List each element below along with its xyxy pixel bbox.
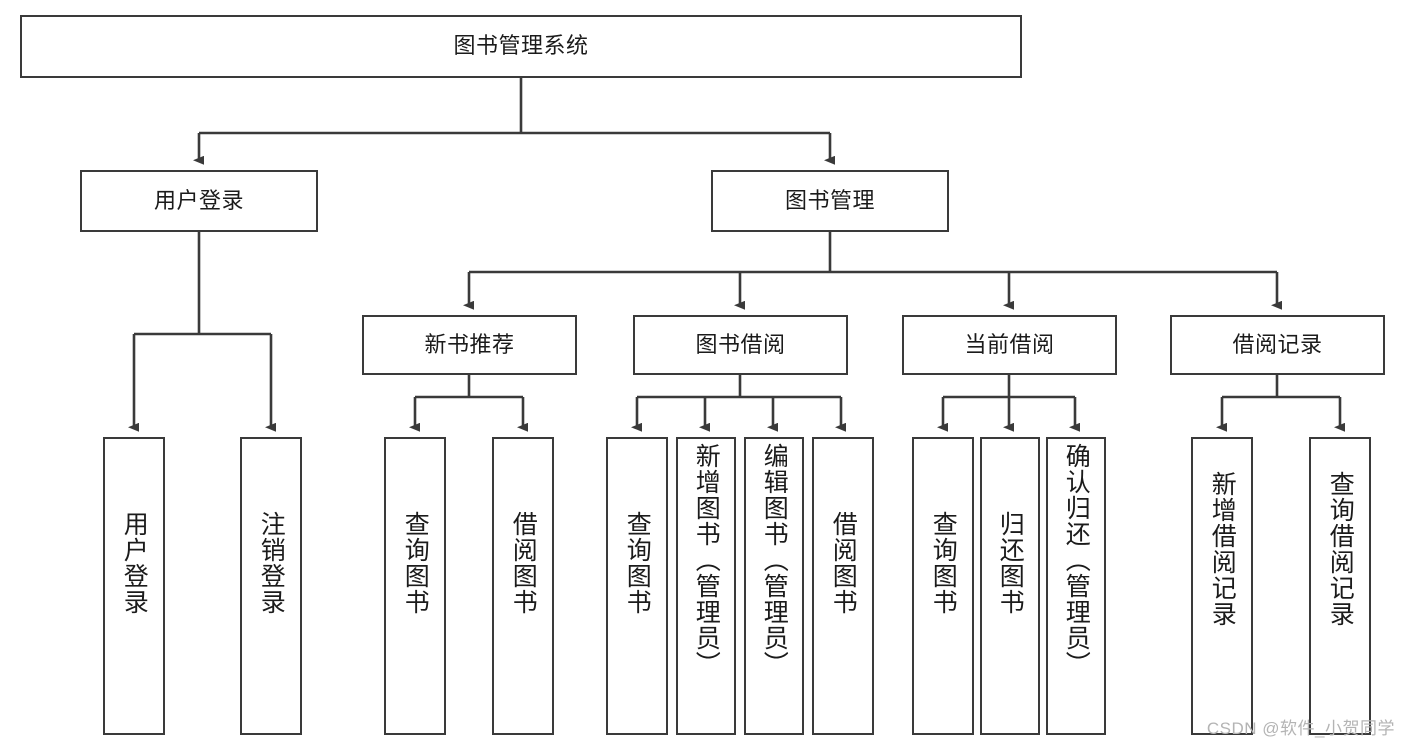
- node-book-borrow-label: 图书借阅: [695, 331, 786, 357]
- node-leaf-edit-book[interactable]: 编辑图书（管理员）: [744, 437, 804, 735]
- node-leaf-logout-label: 注销登录: [257, 511, 286, 615]
- node-leaf-query-book-2[interactable]: 查询图书: [606, 437, 668, 735]
- node-leaf-user-login-label: 用户登录: [120, 511, 149, 615]
- node-leaf-add-book-label: 新增图书（管理员）: [692, 443, 721, 677]
- node-leaf-borrow-book-2-label: 借阅图书: [829, 511, 858, 615]
- node-leaf-user-login[interactable]: 用户登录: [103, 437, 165, 735]
- node-leaf-query-book-3[interactable]: 查询图书: [912, 437, 974, 735]
- node-book-manage[interactable]: 图书管理: [711, 170, 949, 232]
- node-leaf-logout[interactable]: 注销登录: [240, 437, 302, 735]
- node-root-label: 图书管理系统: [453, 33, 589, 59]
- node-leaf-query-record[interactable]: 查询借阅记录: [1309, 437, 1371, 735]
- node-leaf-query-record-label: 查询借阅记录: [1326, 471, 1355, 627]
- node-leaf-query-book-1[interactable]: 查询图书: [384, 437, 446, 735]
- node-root[interactable]: 图书管理系统: [20, 15, 1022, 78]
- node-leaf-add-book[interactable]: 新增图书（管理员）: [676, 437, 736, 735]
- node-current-borrow-label: 当前借阅: [964, 331, 1055, 357]
- node-leaf-query-book-3-label: 查询图书: [929, 511, 958, 615]
- node-leaf-add-record-label: 新增借阅记录: [1208, 471, 1237, 627]
- node-user-login[interactable]: 用户登录: [80, 170, 318, 232]
- node-leaf-query-book-1-label: 查询图书: [401, 511, 430, 615]
- node-leaf-borrow-book-2[interactable]: 借阅图书: [812, 437, 874, 735]
- node-new-book-rec-label: 新书推荐: [424, 331, 515, 357]
- node-book-borrow[interactable]: 图书借阅: [633, 315, 848, 375]
- node-current-borrow[interactable]: 当前借阅: [902, 315, 1117, 375]
- node-borrow-record-label: 借阅记录: [1232, 331, 1323, 357]
- node-leaf-add-record[interactable]: 新增借阅记录: [1191, 437, 1253, 735]
- node-leaf-return-book[interactable]: 归还图书: [980, 437, 1040, 735]
- node-borrow-record[interactable]: 借阅记录: [1170, 315, 1385, 375]
- node-leaf-borrow-book-1[interactable]: 借阅图书: [492, 437, 554, 735]
- node-new-book-rec[interactable]: 新书推荐: [362, 315, 577, 375]
- node-leaf-confirm-return[interactable]: 确认归还（管理员）: [1046, 437, 1106, 735]
- node-leaf-edit-book-label: 编辑图书（管理员）: [760, 443, 789, 677]
- node-leaf-return-book-label: 归还图书: [996, 511, 1025, 615]
- node-book-manage-label: 图书管理: [784, 187, 875, 213]
- node-user-login-label: 用户登录: [153, 187, 244, 213]
- node-leaf-borrow-book-1-label: 借阅图书: [509, 511, 538, 615]
- node-leaf-query-book-2-label: 查询图书: [623, 511, 652, 615]
- node-leaf-confirm-return-label: 确认归还（管理员）: [1062, 443, 1091, 677]
